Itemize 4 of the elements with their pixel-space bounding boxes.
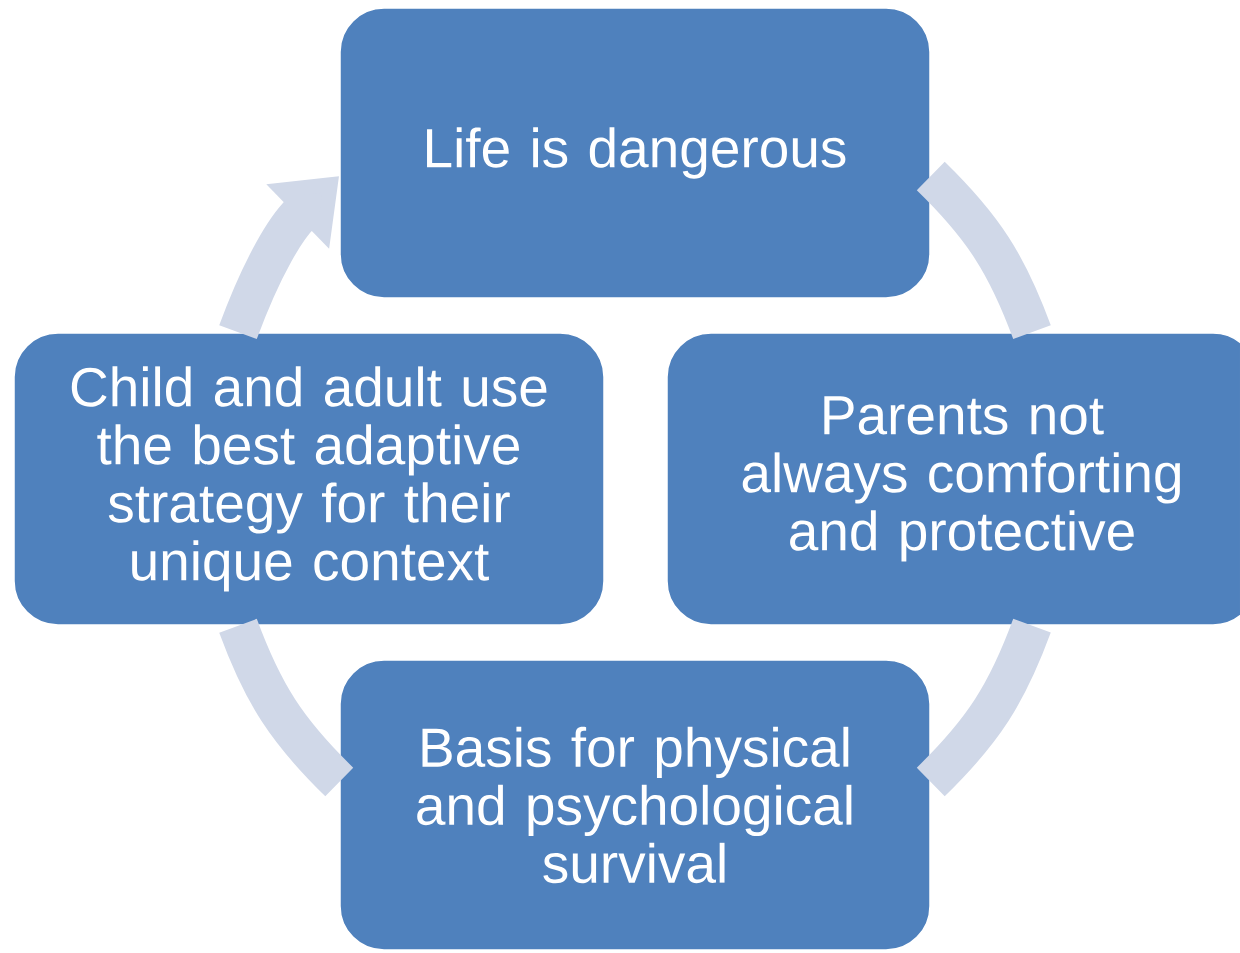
process-box: Life is dangerous	[339, 7, 931, 299]
process-box: Basis for physical and psychological survival	[339, 659, 931, 951]
process-box: Child and adult use the best adaptive strategy for their unique context	[13, 332, 605, 626]
process-box: Parents not always comforting and protective	[666, 332, 1240, 626]
